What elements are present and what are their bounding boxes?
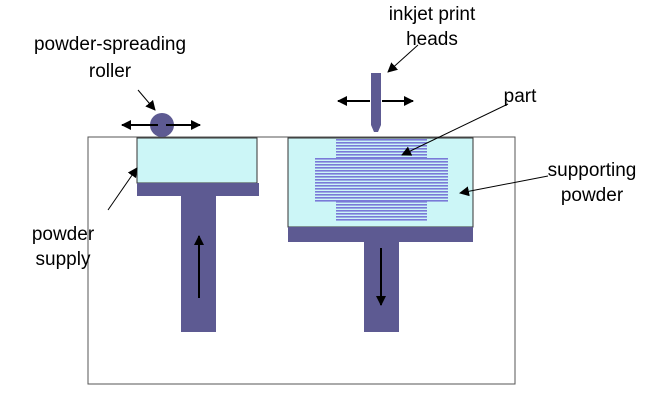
label-roller-1: powder-spreading — [34, 34, 186, 55]
label-supply-2: supply — [36, 249, 91, 270]
part-layer-stripe — [336, 210, 427, 212]
leader-supply — [107, 167, 138, 211]
label-part: part — [504, 86, 537, 107]
label-heads-2: heads — [406, 29, 458, 50]
part-layer-stripe — [336, 148, 427, 150]
part-layer-stripe — [315, 200, 448, 202]
leader-heads — [387, 44, 419, 73]
supply-platform — [137, 183, 259, 196]
build-platform — [288, 227, 473, 242]
part-layer-stripe — [336, 207, 427, 209]
label-support-1: supporting — [548, 160, 637, 181]
part-layer-stripe — [315, 197, 448, 199]
part-layer-stripe — [336, 151, 427, 153]
part-layer-stripe — [315, 176, 448, 178]
leader-support — [459, 175, 549, 197]
part-layer-stripe — [315, 167, 448, 169]
part-layer-stripe — [315, 158, 448, 160]
leader-part — [401, 103, 509, 156]
part-layer-stripe — [315, 191, 448, 193]
part-layer-stripe — [336, 216, 427, 218]
print-head — [371, 73, 381, 132]
part-layer-stripe — [336, 142, 427, 144]
part-layer-stripe — [315, 188, 448, 190]
label-support-2: powder — [561, 185, 624, 206]
label-heads-1: inkjet print — [389, 4, 476, 25]
part-layer-stripe — [336, 139, 427, 141]
part-layer-stripe — [315, 173, 448, 175]
label-supply-1: powder — [32, 224, 95, 245]
part-layer-stripe — [336, 219, 427, 221]
part-layer-stripe — [315, 161, 448, 163]
part-layer-stripe — [315, 185, 448, 187]
part-layer-stripe — [336, 201, 427, 203]
part-layer-stripe — [336, 157, 427, 159]
supply-powder — [136, 137, 258, 184]
part-layer-stripe — [336, 154, 427, 156]
leader-roller — [137, 89, 156, 111]
part-layer-stripe — [336, 204, 427, 206]
part-layer-stripe — [315, 194, 448, 196]
part-layers — [315, 139, 448, 221]
part-layer-stripe — [315, 170, 448, 172]
label-roller-2: roller — [89, 61, 132, 82]
part-layer-stripe — [315, 182, 448, 184]
roller-icon — [150, 113, 174, 137]
part-layer-stripe — [315, 179, 448, 181]
part-layer-stripe — [315, 164, 448, 166]
part-layer-stripe — [336, 213, 427, 215]
part-layer-stripe — [336, 145, 427, 147]
